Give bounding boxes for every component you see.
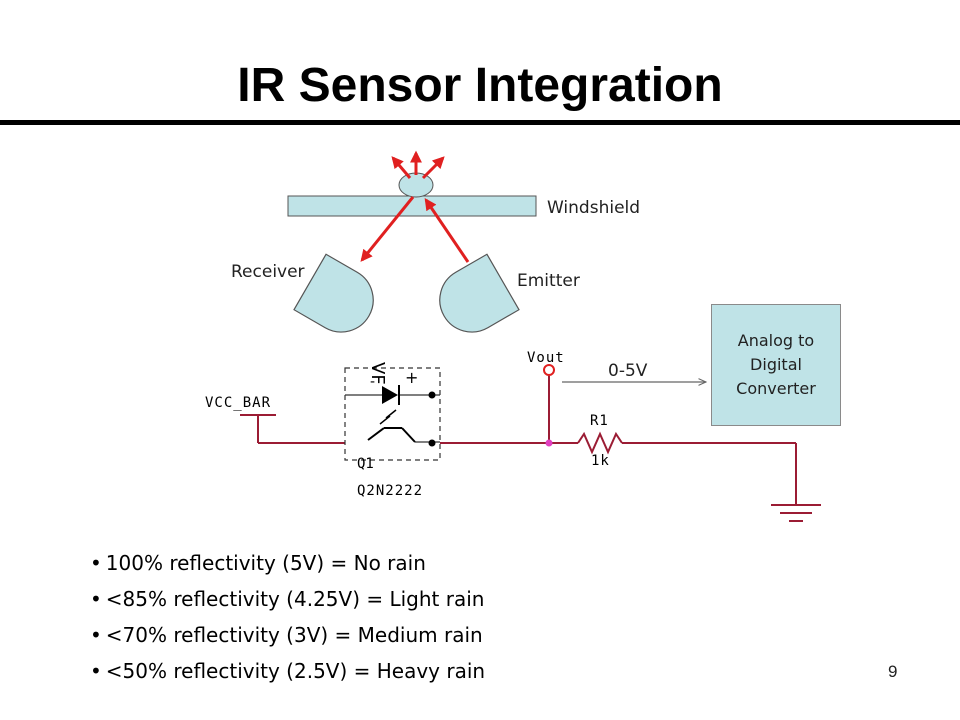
svg-text:Q1: Q1 (357, 456, 374, 472)
svg-text:+: + (405, 368, 418, 387)
emitter-shape (439, 253, 520, 333)
page-number: 9 (888, 662, 898, 681)
adc-block: Analog to Digital Converter (711, 304, 841, 426)
vcc-label: VCC_BAR (205, 395, 272, 411)
light-emission-icon (385, 409, 397, 419)
title-divider (0, 120, 960, 125)
signal-label: 0-5V (608, 361, 648, 381)
scatter-ray-right (421, 156, 445, 180)
list-item: <70% reflectivity (3V) = Medium rain (90, 617, 485, 653)
windshield-label: Windshield (547, 198, 641, 218)
vout-label: Vout (527, 350, 565, 366)
scatter-ray-left (391, 156, 412, 179)
list-item: 100% reflectivity (5V) = No rain (90, 545, 485, 581)
raindrop (398, 172, 434, 198)
reflected-ray-to-receiver (360, 196, 415, 262)
led-diode-symbol (382, 386, 398, 404)
phototransistor-symbol (367, 427, 385, 441)
adc-label-line1: Analog to (737, 331, 815, 350)
sensor-node-bottom (428, 439, 436, 447)
slide-title: IR Sensor Integration (237, 59, 723, 112)
svg-text:VF: VF (367, 362, 388, 385)
receiver-label: Receiver (231, 262, 305, 282)
sensor-node-top (428, 391, 436, 399)
resistor-r1 (577, 431, 623, 455)
sensor-package-outline (344, 367, 441, 461)
transistor-model-label: Q2N2222 (357, 483, 424, 499)
reflectivity-list: 100% reflectivity (5V) = No rain <85% re… (90, 545, 485, 689)
junction-dot (545, 439, 553, 447)
list-item: <85% reflectivity (4.25V) = Light rain (90, 581, 485, 617)
list-item: <50% reflectivity (2.5V) = Heavy rain (90, 653, 485, 689)
emitter-label: Emitter (517, 271, 580, 291)
svg-text:-: - (370, 374, 375, 390)
vout-terminal (543, 364, 555, 376)
resistor-name-label: R1 (590, 413, 609, 429)
resistor-value-label: 1k (591, 453, 610, 469)
emitted-ray-to-windshield (424, 198, 470, 263)
adc-label-line3: Converter (736, 379, 816, 398)
receiver-shape (293, 253, 374, 333)
adc-label-line2: Digital (750, 355, 802, 374)
